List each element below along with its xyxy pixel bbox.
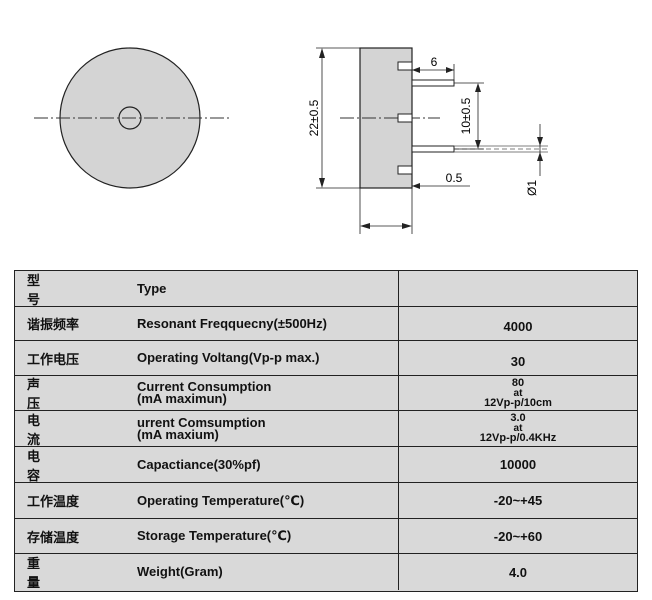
- dim-dia-arrow-top: [537, 137, 543, 146]
- row-storage-temp-val: -20~+60: [493, 528, 543, 544]
- spec-row-type: 型号 Type: [15, 271, 637, 308]
- row-type-cn: 型号: [27, 273, 83, 308]
- dim-width-arrow-right: [402, 223, 412, 229]
- row-frequency-cn: 谐振频率: [27, 318, 80, 333]
- row-capacitance-en: Capactiance(30%pf): [125, 447, 399, 482]
- dim-dia-label: Ø1: [525, 180, 539, 196]
- dim-pin-spacing-label: 10±0.5: [459, 97, 473, 134]
- dim-offset-arrow: [412, 183, 420, 189]
- dim-height-label: 22±0.5: [307, 99, 321, 136]
- row-frequency-en: Resonant Freqquecny(±500Hz): [125, 307, 399, 340]
- row-capacitance-cn: 电容: [27, 449, 83, 484]
- spec-row-weight: 重量 Weight(Gram) 4.0: [15, 554, 637, 591]
- spec-row-capacitance: 电容 Capactiance(30%pf) 10000: [15, 447, 637, 484]
- buzzer-drawing: 22±0.5 6 10±0.5 0.5 Ø1: [34, 47, 548, 234]
- row-sound-pressure-en: Current Consumption (mA maximun): [125, 376, 399, 410]
- spec-row-sound-pressure: 声压 Current Consumption (mA maximun) 80 a…: [15, 376, 637, 412]
- dim-height-arrow-bottom: [319, 178, 325, 188]
- row-type-val: [399, 271, 637, 306]
- row-sound-pressure-cn: 声压: [27, 378, 83, 412]
- dim-height-arrow-top: [319, 48, 325, 58]
- dim-width-arrow-left: [360, 223, 370, 229]
- spec-table: 型号 Type 谐振频率 Resonant Freqquecny(±500Hz)…: [14, 270, 638, 592]
- row-operating-temp-cn: 工作温度: [27, 495, 80, 510]
- dim-dia-arrow-bottom: [537, 152, 543, 161]
- spec-row-frequency: 谐振频率 Resonant Freqquecny(±500Hz) 4000: [15, 307, 637, 341]
- spec-row-voltage: 工作电压 Operating Voltang(Vp-p max.) 30: [15, 341, 637, 376]
- spec-row-storage-temp: 存储温度 Storage Temperature(℃) -20~+60: [15, 519, 637, 554]
- row-weight-val: 4.0: [508, 564, 528, 580]
- dim-pin-length-arrow-right: [446, 67, 454, 73]
- pin-upper: [411, 79, 455, 87]
- row-weight-cn: 重量: [27, 557, 83, 591]
- pin-block-bottom: [397, 165, 413, 175]
- row-sound-pressure-val: 80 at 12Vp-p/10cm: [484, 376, 552, 409]
- row-current-cn: 电流: [27, 413, 83, 448]
- dim-pin-spacing-arrow-top: [475, 83, 481, 92]
- pin-lower: [411, 145, 455, 153]
- dim-pin-length-arrow-left: [412, 67, 420, 73]
- row-voltage-en: Operating Voltang(Vp-p max.): [125, 341, 399, 375]
- dim-pin-length-label: 6: [431, 55, 438, 69]
- row-current-en: urrent Comsumption (mA maxium): [125, 411, 399, 446]
- row-weight-en: Weight(Gram): [125, 554, 399, 590]
- row-storage-temp-en: Storage Temperature(℃): [125, 519, 399, 553]
- pin-block-top: [397, 61, 413, 71]
- row-type-en: Type: [125, 271, 399, 306]
- row-operating-temp-val: -20~+45: [493, 493, 543, 508]
- pin-block-mid: [397, 113, 413, 123]
- row-voltage-val: 30: [510, 353, 526, 369]
- row-current-val: 3.0 at 12Vp-p/0.4KHz: [479, 412, 557, 444]
- row-voltage-cn: 工作电压: [27, 352, 80, 368]
- row-capacitance-val: 10000: [499, 457, 537, 472]
- dim-pin-spacing-arrow-bottom: [475, 140, 481, 149]
- spec-row-current: 电流 urrent Comsumption (mA maxium) 3.0 at…: [15, 411, 637, 448]
- dim-offset-label: 0.5: [446, 171, 463, 185]
- row-storage-temp-cn: 存储温度: [27, 530, 80, 546]
- row-frequency-val: 4000: [503, 319, 533, 334]
- row-operating-temp-en: Operating Temperature(℃): [125, 483, 399, 518]
- spec-row-operating-temp: 工作温度 Operating Temperature(℃) -20~+45: [15, 483, 637, 519]
